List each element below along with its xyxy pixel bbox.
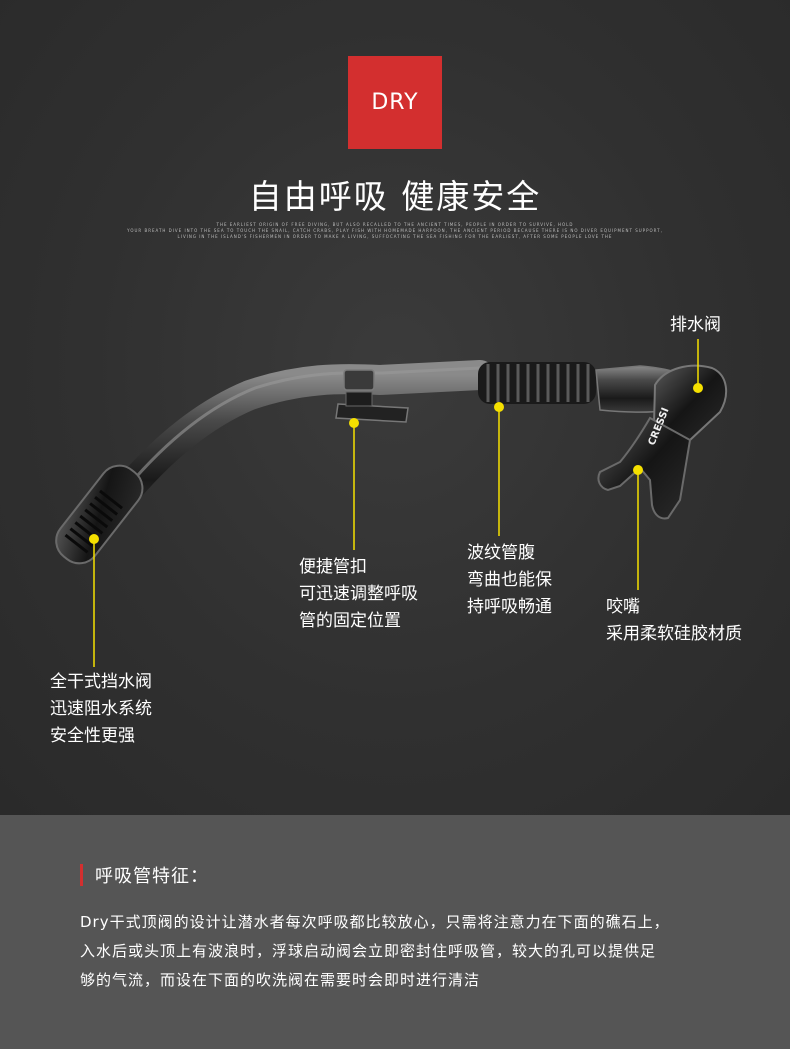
callout-splash-line-2: 迅速阻水系统 — [50, 699, 152, 719]
tube-clip — [335, 369, 409, 423]
features-line-2: 入水后或头顶上有波浪时，浮球启动阀会立即密封住呼吸管，较大的孔可以提供足 — [80, 942, 657, 960]
intro-fineprint-line-1: THE EARLIEST ORIGIN OF FREE DIVING, BUT … — [216, 222, 574, 227]
features-line-3: 够的气流，而设在下面的吹洗阀在需要时会即时进行清洁 — [80, 971, 481, 989]
drain-valve-marker — [693, 383, 703, 393]
snorkel-tube — [85, 360, 495, 540]
splash-guard — [55, 464, 144, 565]
callout-splash-line-3: 安全性更强 — [50, 726, 135, 746]
corrugated-marker — [494, 402, 504, 412]
callout-clip-line-1: 便捷管扣 — [299, 557, 367, 577]
callout-mouthpiece: 咬嘴 采用柔软硅胶材质 — [606, 594, 742, 648]
features-line-1: Dry干式顶阀的设计让潜水者每次呼吸都比较放心，只需将注意力在下面的礁石上， — [80, 913, 670, 931]
headline: 自由呼吸 健康安全 — [248, 177, 542, 216]
features-title-accent — [80, 864, 83, 886]
callout-mouth-line-1: 咬嘴 — [606, 597, 640, 617]
features-body: Dry干式顶阀的设计让潜水者每次呼吸都比较放心，只需将注意力在下面的礁石上， 入… — [80, 908, 720, 995]
callout-corr-line-2: 弯曲也能保 — [467, 570, 552, 590]
callout-corrugated: 波纹管腹 弯曲也能保 持呼吸畅通 — [467, 540, 552, 621]
callout-drain-valve: 排水阀 — [670, 312, 721, 339]
splash-guard-marker — [89, 534, 99, 544]
features-title: 呼吸管特征： — [95, 866, 209, 887]
corrugated-tube — [478, 362, 596, 404]
intro-fineprint-line-3: LIVING IN THE ISLAND'S FISHERMEN IN ORDE… — [177, 234, 613, 239]
purge-valve-body: CRESSI — [595, 364, 728, 520]
callout-leaders — [89, 339, 703, 667]
callout-mouth-line-2: 采用柔软硅胶材质 — [606, 624, 742, 644]
callout-clip-line-3: 管的固定位置 — [299, 611, 401, 631]
callout-corr-line-3: 持呼吸畅通 — [467, 597, 552, 617]
dry-badge-label: DRY — [371, 90, 419, 115]
clip-marker — [349, 418, 359, 428]
snorkel-product-image: CRESSI — [55, 339, 728, 667]
callout-clip-line-2: 可迅速调整呼吸 — [299, 584, 418, 604]
callout-splash-guard: 全干式挡水阀 迅速阻水系统 安全性更强 — [50, 669, 152, 750]
dry-badge: DRY — [348, 56, 442, 149]
callout-drain-line-1: 排水阀 — [670, 315, 721, 335]
features-panel — [0, 815, 790, 1049]
callout-corr-line-1: 波纹管腹 — [467, 543, 535, 563]
mouthpiece-marker — [633, 465, 643, 475]
callout-splash-line-1: 全干式挡水阀 — [50, 672, 152, 692]
intro-fineprint-line-2: YOUR BREATH DIVE INTO THE SEA TO TOUCH T… — [127, 228, 663, 233]
callout-tube-clip: 便捷管扣 可迅速调整呼吸 管的固定位置 — [299, 554, 418, 635]
